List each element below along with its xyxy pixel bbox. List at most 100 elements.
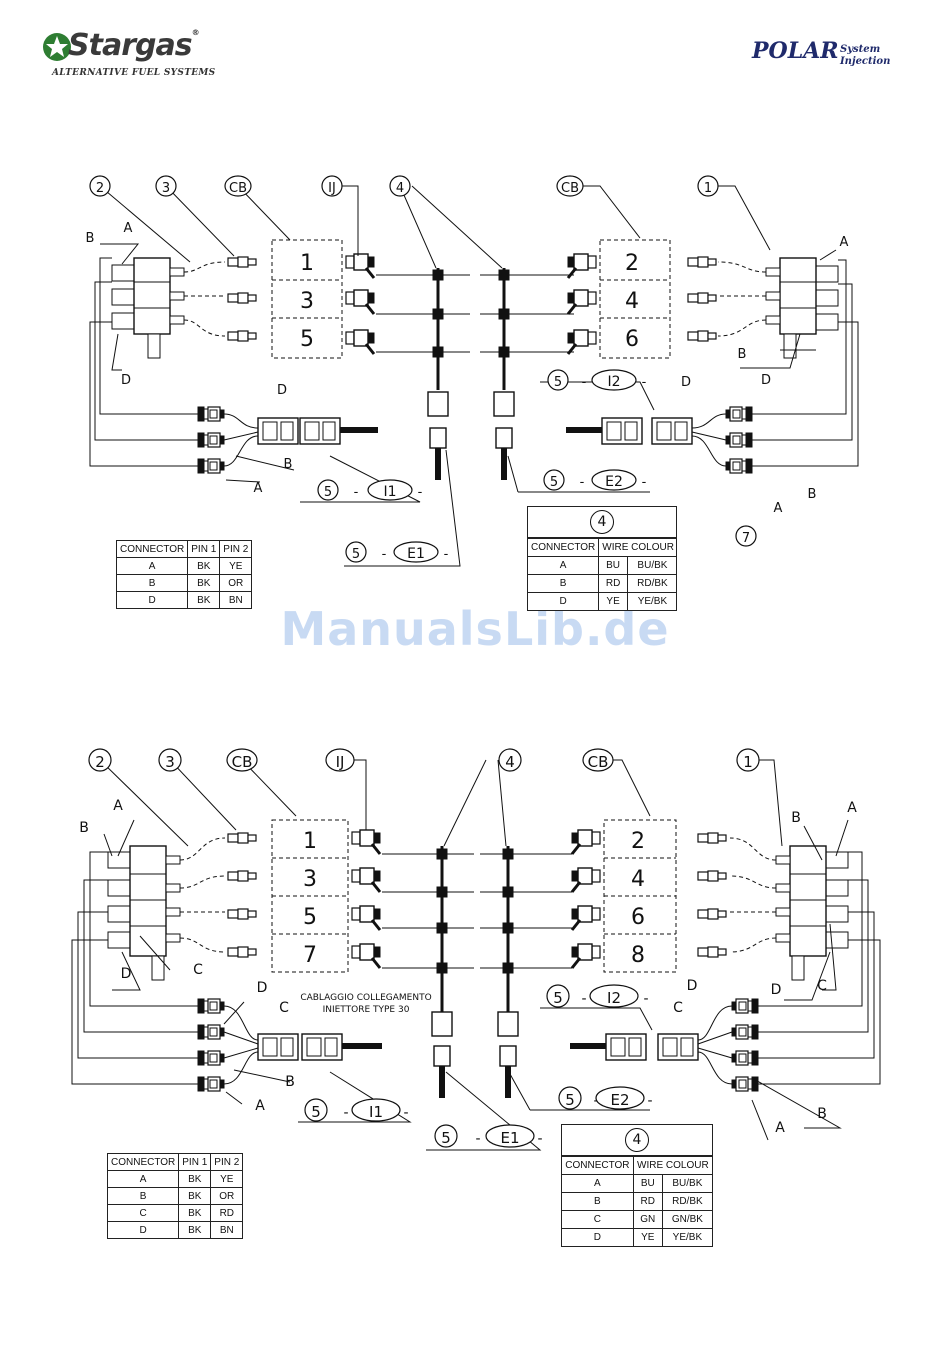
cell: D <box>106 1221 180 1239</box>
th: PIN 2 <box>210 1153 244 1171</box>
cyl-label: 1 <box>300 251 314 276</box>
ref-1: 1 <box>704 181 712 196</box>
ref-e2: E2 <box>610 1091 629 1109</box>
cell: A <box>115 557 189 575</box>
th: CONNECTOR <box>562 1156 634 1175</box>
ref-i1: I1 <box>383 484 396 500</box>
brand-name: Stargas <box>68 28 193 63</box>
cell: BK <box>187 557 221 575</box>
cell: B <box>106 1187 180 1205</box>
star-icon <box>43 33 71 61</box>
ref-cb: CB <box>229 181 247 196</box>
ref-e1: E1 <box>500 1129 519 1147</box>
th: PIN 2 <box>219 540 253 558</box>
stargas-logo: Stargas® ALTERNATIVE FUEL SYSTEMS <box>42 28 216 84</box>
letter-b: B <box>79 820 89 836</box>
cell: OR <box>219 574 253 592</box>
cell: RD/BK <box>661 1192 712 1211</box>
cell: GN <box>632 1210 663 1229</box>
ref-2: 2 <box>96 181 104 196</box>
cyl-label: 1 <box>303 829 317 854</box>
th: PIN 1 <box>187 540 221 558</box>
ref-7: 7 <box>742 531 750 546</box>
ref-5: 5 <box>441 1129 451 1147</box>
dash: - <box>403 1105 408 1121</box>
cell: YE <box>598 592 628 610</box>
cell: YE <box>632 1228 663 1246</box>
ref-ij: IJ <box>328 181 336 196</box>
letter-b: B <box>285 1074 295 1090</box>
cell: B <box>115 574 189 592</box>
cell: D <box>528 592 599 610</box>
cell: BK <box>178 1187 212 1205</box>
cyl-label: 5 <box>303 905 317 930</box>
letter-a: A <box>774 501 783 516</box>
cell: C <box>562 1210 634 1229</box>
letter-c: C <box>193 962 203 978</box>
polar-word: POLAR <box>752 38 839 64</box>
ref-4: 4 <box>590 510 614 534</box>
letter-a: A <box>847 800 857 816</box>
ref-3: 3 <box>162 181 170 196</box>
letter-c: C <box>673 1000 683 1016</box>
dash: - <box>343 1105 348 1121</box>
ref-3: 3 <box>165 753 175 771</box>
cyl-label: 4 <box>625 289 639 314</box>
letter-c: C <box>817 978 827 994</box>
ref-i1: I1 <box>369 1103 383 1121</box>
cell: D <box>562 1228 634 1246</box>
letter-d: D <box>121 966 132 982</box>
cell: BN <box>219 591 253 609</box>
th: WIRE COLOUR <box>632 1156 712 1175</box>
cell: RD <box>598 574 628 593</box>
letter-d: D <box>687 978 698 994</box>
letter-a: A <box>113 798 123 814</box>
cell: D <box>115 591 189 609</box>
cell: BK <box>178 1204 212 1222</box>
cell: C <box>106 1204 180 1222</box>
cell: BK <box>178 1170 212 1188</box>
letter-c: C <box>279 1000 289 1016</box>
letter-d: D <box>681 375 691 390</box>
diagram-bottom <box>71 759 881 1151</box>
letter-a: A <box>254 481 263 496</box>
cyl-label: 8 <box>631 943 645 968</box>
letter-a: A <box>255 1098 265 1114</box>
dash: - <box>354 485 359 500</box>
cell: RD/BK <box>626 574 677 593</box>
cell: YE <box>210 1170 244 1188</box>
brand-tagline: ALTERNATIVE FUEL SYSTEMS <box>52 68 216 78</box>
cyl-label: 2 <box>631 829 645 854</box>
letter-a: A <box>840 235 849 250</box>
ref-4: 4 <box>505 753 515 771</box>
ref-e1: E1 <box>407 546 425 562</box>
letter-b: B <box>817 1106 827 1122</box>
diagram-bottom-labels: 2 3 CB IJ 4 CB 1 1 3 5 7 2 4 6 8 B A D C… <box>79 748 857 1148</box>
th: CONNECTOR <box>106 1153 180 1171</box>
ref-5: 5 <box>550 475 558 490</box>
cell: BK <box>187 591 221 609</box>
letter-b: B <box>808 487 817 502</box>
brand-reg: ® <box>191 28 200 37</box>
cyl-label: 6 <box>625 327 639 352</box>
diagram-top-labels: 2 3 CB IJ 4 CB 1 1 3 5 2 4 6 B A D A B D… <box>86 175 849 563</box>
cyl-label: 6 <box>631 905 645 930</box>
polar-logo: POLAR System Injection <box>752 36 902 80</box>
dash: - <box>642 375 647 390</box>
cell: YE <box>219 557 253 575</box>
ref-e2: E2 <box>605 474 623 490</box>
cell: A <box>562 1174 634 1193</box>
th: CONNECTOR <box>528 538 599 557</box>
letter-a: A <box>775 1120 785 1136</box>
ref-5: 5 <box>324 485 332 500</box>
dash: - <box>647 1093 652 1109</box>
ref-ij: IJ <box>336 753 345 771</box>
cell: RD <box>632 1192 663 1211</box>
ref-i2: I2 <box>607 989 621 1007</box>
ref-i2: I2 <box>607 374 620 390</box>
ref-1: 1 <box>743 753 753 771</box>
cyl-label: 7 <box>303 943 317 968</box>
